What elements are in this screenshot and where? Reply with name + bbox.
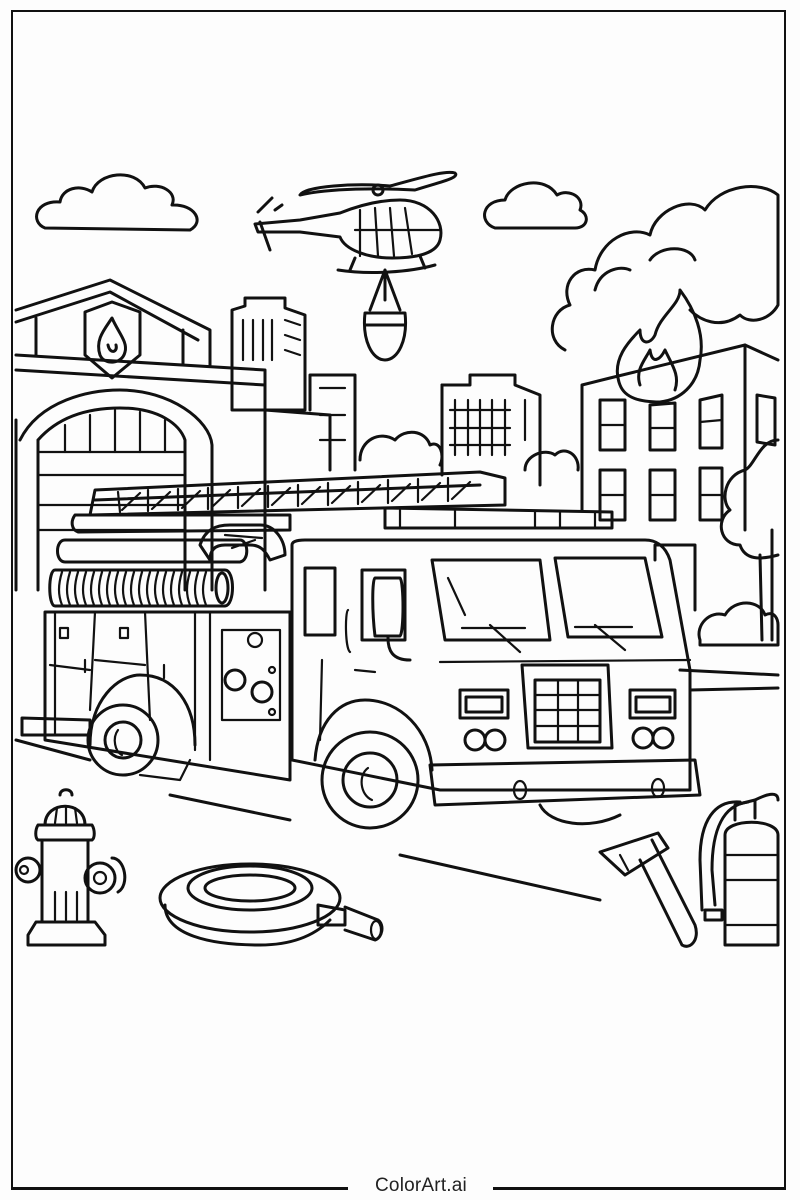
burning-building xyxy=(580,343,780,612)
cloud-left xyxy=(35,173,199,232)
fire-extinguisher-icon xyxy=(698,792,780,947)
ladder xyxy=(88,470,507,517)
fire-station xyxy=(14,278,267,592)
coiled-hose-icon xyxy=(158,862,384,947)
bushes xyxy=(358,430,580,472)
hose-roll xyxy=(48,568,234,608)
fire-hydrant-icon xyxy=(14,788,127,947)
helicopter-icon xyxy=(253,170,458,362)
shield-icon xyxy=(83,300,142,380)
border-bottom-left xyxy=(11,1187,348,1190)
fire-truck xyxy=(20,470,702,830)
road xyxy=(14,668,780,902)
windshield-right xyxy=(553,556,664,639)
light-bar xyxy=(383,506,614,530)
page-border xyxy=(11,10,786,1188)
smoke-cloud xyxy=(550,185,780,352)
axe-icon xyxy=(598,831,698,948)
watermark: ColorArt.ai xyxy=(375,1175,467,1196)
tree-right xyxy=(697,438,780,647)
front-bumper xyxy=(428,758,702,807)
grille xyxy=(520,663,614,750)
city-skyscrapers xyxy=(230,296,542,487)
windshield-left xyxy=(430,558,552,642)
fire-icon xyxy=(615,288,703,404)
flame-icon xyxy=(97,316,128,364)
border-bottom-right xyxy=(493,1187,786,1190)
cloud-right xyxy=(483,181,588,230)
